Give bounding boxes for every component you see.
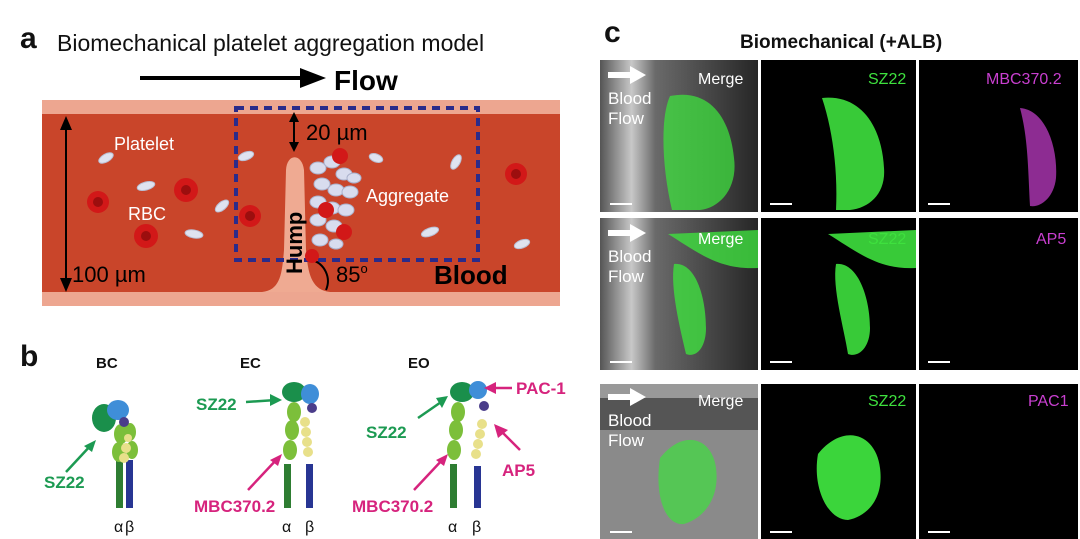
state-title-ec: EC — [240, 355, 261, 372]
eo-alpha-label: α — [448, 519, 457, 536]
flow-arrow — [140, 68, 326, 88]
platelet-aggregate — [305, 148, 362, 263]
eo-pac1-arrow — [484, 382, 512, 394]
sz22-label-2: SZ22 — [868, 231, 906, 248]
merge-label-3: Merge — [698, 393, 743, 410]
ap5-image-2 — [919, 218, 1078, 370]
eo-ap5-arrow — [494, 424, 521, 451]
ec-mbc370-label: MBC370.2 — [194, 497, 275, 516]
blood-flow-label-3b: Flow — [608, 431, 645, 450]
ap5-label-2: AP5 — [1036, 231, 1066, 248]
angle-label: 85o — [336, 261, 368, 287]
sz22-label-3: SZ22 — [868, 393, 906, 410]
bc-sz22-label: SZ22 — [44, 473, 85, 492]
blood-flow-label-1a: Blood — [608, 89, 651, 108]
bc-beta-label: β — [125, 519, 134, 536]
image-row-3 — [600, 384, 1078, 539]
ec-beta-label: β — [305, 519, 314, 536]
height-label: 100 µm — [72, 262, 146, 287]
pac1-image-3 — [919, 384, 1078, 539]
integrin-extended-closed — [282, 382, 319, 508]
ec-sz22-label: SZ22 — [196, 395, 237, 414]
blood-vessel-diagram: Flow 100 µm 20 µm Platelet RBC Aggregate… — [42, 65, 560, 306]
rbc-label: RBC — [128, 204, 166, 224]
eo-sz22-arrow — [417, 396, 448, 420]
eo-sz22-label: SZ22 — [366, 423, 407, 442]
flow-label: Flow — [334, 65, 398, 96]
blood-label: Blood — [434, 260, 508, 290]
hump-shape — [262, 157, 330, 292]
state-title-bc: BC — [96, 355, 118, 372]
gap-label: 20 µm — [306, 120, 368, 145]
panel-c-title: Biomechanical (+ALB) — [740, 32, 943, 53]
integrin-bent-closed — [92, 400, 138, 508]
pac1-label-3: PAC1 — [1028, 393, 1069, 410]
eo-mbc370-label: MBC370.2 — [352, 497, 433, 516]
eo-ap5-label: AP5 — [502, 461, 535, 480]
mbc370-label-1: MBC370.2 — [986, 71, 1062, 88]
eo-beta-label: β — [472, 519, 481, 536]
panel-a-title: Biomechanical platelet aggregation model — [57, 30, 485, 56]
blood-flow-label-1b: Flow — [608, 109, 645, 128]
panel-c-letter: c — [604, 16, 621, 49]
sz22-label-1: SZ22 — [868, 71, 906, 88]
flow-arrows — [608, 66, 646, 406]
image-row-1 — [600, 60, 1078, 212]
red-blood-cells — [87, 163, 527, 248]
platelets — [98, 150, 531, 250]
blood-flow-label-2a: Blood — [608, 247, 651, 266]
bc-alpha-label: α — [114, 519, 123, 536]
platelet-label: Platelet — [114, 134, 174, 154]
image-row-2 — [600, 218, 1078, 370]
ec-mbc370-arrow — [247, 454, 282, 491]
height-arrow — [60, 116, 72, 292]
microscopy-image-grid: Blood Flow Merge SZ22 MBC370.2 Blood Flo… — [600, 60, 1078, 539]
integrin-extended-open — [447, 381, 489, 508]
integrin-conformations-diagram: BC EC EO α β SZ22 α β — [44, 355, 566, 536]
panel-b-letter: b — [20, 340, 39, 373]
panel-a-letter: a — [20, 22, 37, 55]
state-title-eo: EO — [408, 355, 430, 372]
hump-label: Hump — [282, 212, 307, 274]
merge-label-1: Merge — [698, 71, 743, 88]
gap-arrow — [289, 112, 299, 152]
blood-flow-label-3a: Blood — [608, 411, 651, 430]
eo-pac1-label: PAC-1 — [516, 379, 566, 398]
aggregate-label: Aggregate — [366, 186, 449, 206]
ec-alpha-label: α — [282, 519, 291, 536]
blood-flow-label-2b: Flow — [608, 267, 645, 286]
merge-label-2: Merge — [698, 231, 743, 248]
eo-mbc370-arrow — [413, 454, 448, 491]
bc-sz22-arrow — [65, 440, 96, 473]
ec-sz22-arrow — [245, 394, 282, 406]
